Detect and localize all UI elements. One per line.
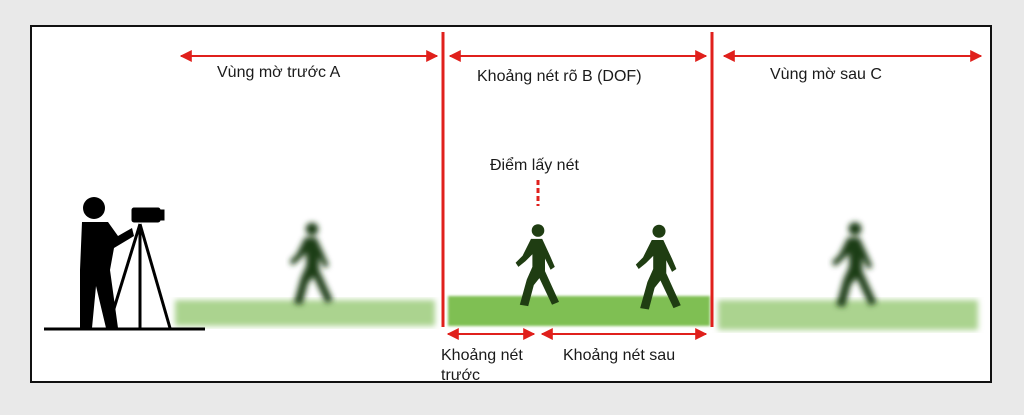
walking-person-icon-focus (515, 224, 559, 307)
near-sharp-label: Khoảng nét trước (441, 347, 523, 384)
walking-person-icon-front-blur (289, 222, 333, 305)
focus-point-label: Điểm lấy nét (490, 157, 579, 174)
tripod-camera-icon (106, 207, 172, 329)
walking-person-icon-back-blur (831, 222, 877, 308)
front-blur-label: Vùng mờ trước A (217, 64, 341, 81)
grass-front (175, 300, 435, 326)
back-blur-label: Vùng mờ sau C (770, 66, 882, 83)
far-sharp-label: Khoảng nét sau (563, 347, 676, 364)
grass-sharp (448, 296, 710, 326)
sharp-zone-label: Khoảng nét rõ B (DOF) (477, 68, 642, 85)
photographer-icon (80, 197, 134, 328)
grass-back (718, 300, 978, 330)
